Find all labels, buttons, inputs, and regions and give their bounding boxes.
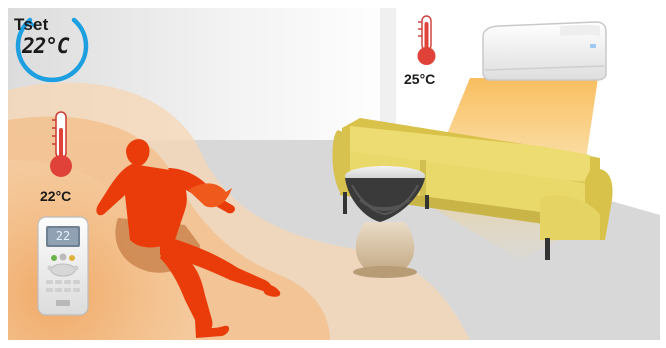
ac-temperature-reading: 25°C (404, 71, 435, 87)
remote-display: 22 (48, 228, 78, 245)
thermostat-label: Tset (14, 15, 49, 35)
air-conditioner (483, 22, 606, 80)
person-temperature-reading: 22°C (40, 188, 71, 204)
thermostat-setpoint: 22°C (22, 34, 82, 58)
